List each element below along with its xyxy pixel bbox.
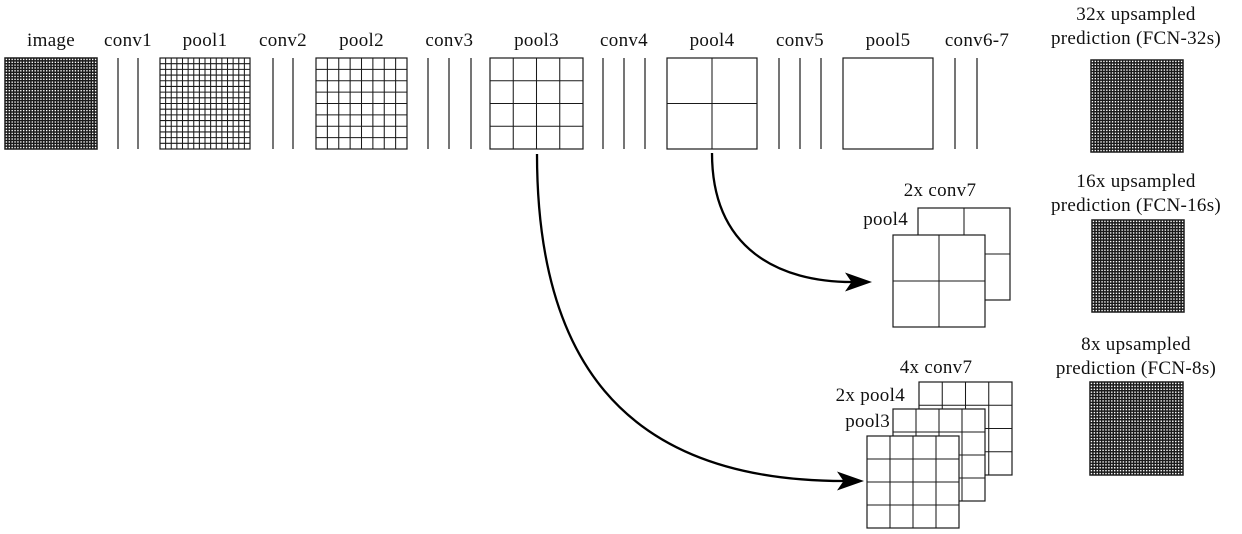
layer-label-pool5: pool5 — [866, 30, 911, 51]
skip-pool4-arrow-head — [845, 272, 872, 292]
fcn-8s-label-line1: 8x upsampled — [1081, 334, 1191, 355]
skip-pool3-arrow-head — [837, 471, 864, 491]
fcn-8s-label-line2: prediction (FCN-8s) — [1056, 358, 1216, 379]
fcn-32s-prediction: 32x upsampled prediction (FCN-32s) — [1051, 4, 1221, 153]
layer-pool2-grid — [315, 57, 408, 150]
layer-pool4-grid — [666, 57, 758, 150]
layer-label-pool1: pool1 — [183, 30, 228, 51]
fcn-32s-label-line1: 32x upsampled — [1076, 4, 1196, 25]
stack-grid-pool3 — [866, 435, 960, 529]
fcn-32s-grid — [1090, 59, 1184, 153]
stack-label-2x-conv7: 2x conv7 — [904, 180, 977, 201]
fcn-16s-label-line1: 16x upsampled — [1076, 171, 1196, 192]
fcn-32s-label-line2: prediction (FCN-32s) — [1051, 28, 1221, 49]
fcn-16s-fusion: 2x conv7 pool4 — [863, 180, 1011, 328]
layer-pool5-grid — [842, 57, 934, 150]
layer-conv2-convlines — [272, 58, 294, 149]
layer-conv1-convlines — [117, 58, 139, 149]
layer-label-conv1: conv1 — [104, 30, 152, 51]
skip-pool4-arrow — [710, 152, 872, 292]
layer-label-conv5: conv5 — [776, 30, 824, 51]
layer-pool1-grid — [159, 57, 251, 150]
fcn-16s-prediction: 16x upsampled prediction (FCN-16s) — [1051, 171, 1221, 313]
layer-label-pool3: pool3 — [514, 30, 559, 51]
stack-label-pool4: pool4 — [863, 209, 908, 230]
skip-pool3-arrow — [535, 153, 864, 491]
layer-label-conv3: conv3 — [425, 30, 473, 51]
stack-label-2x-pool4: 2x pool4 — [836, 385, 906, 406]
layer-conv3-convlines — [427, 58, 472, 149]
fcn-8s-grid — [1089, 381, 1184, 476]
layer-label-pool2: pool2 — [339, 30, 384, 51]
layer-conv4-convlines — [602, 58, 646, 149]
stack-label-4x-conv7: 4x conv7 — [900, 357, 973, 378]
fcn-16s-grid — [1091, 219, 1185, 313]
layer-image-grid — [4, 57, 98, 150]
fcn-8s-fusion: 4x conv7 2x pool4 pool3 — [836, 357, 1013, 529]
stack-grid-pool4 — [892, 234, 986, 328]
layer-conv5-convlines — [778, 58, 822, 149]
fcn-16s-label-line2: prediction (FCN-16s) — [1051, 195, 1221, 216]
fcn-8s-prediction: 8x upsampled prediction (FCN-8s) — [1056, 334, 1216, 476]
layer-label-pool4: pool4 — [690, 30, 735, 51]
layer-label-conv2: conv2 — [259, 30, 307, 51]
layer-row: image conv1 pool1 conv2 pool2 conv3 pool3 conv4… — [4, 30, 1009, 150]
layer-conv6-7-convlines — [954, 58, 978, 149]
layer-label-conv6-7: conv6-7 — [945, 30, 1009, 51]
layer-pool3-grid — [489, 57, 584, 150]
layer-label-conv4: conv4 — [600, 30, 648, 51]
layer-label-image: image — [27, 30, 75, 51]
stack-label-pool3: pool3 — [845, 411, 890, 432]
